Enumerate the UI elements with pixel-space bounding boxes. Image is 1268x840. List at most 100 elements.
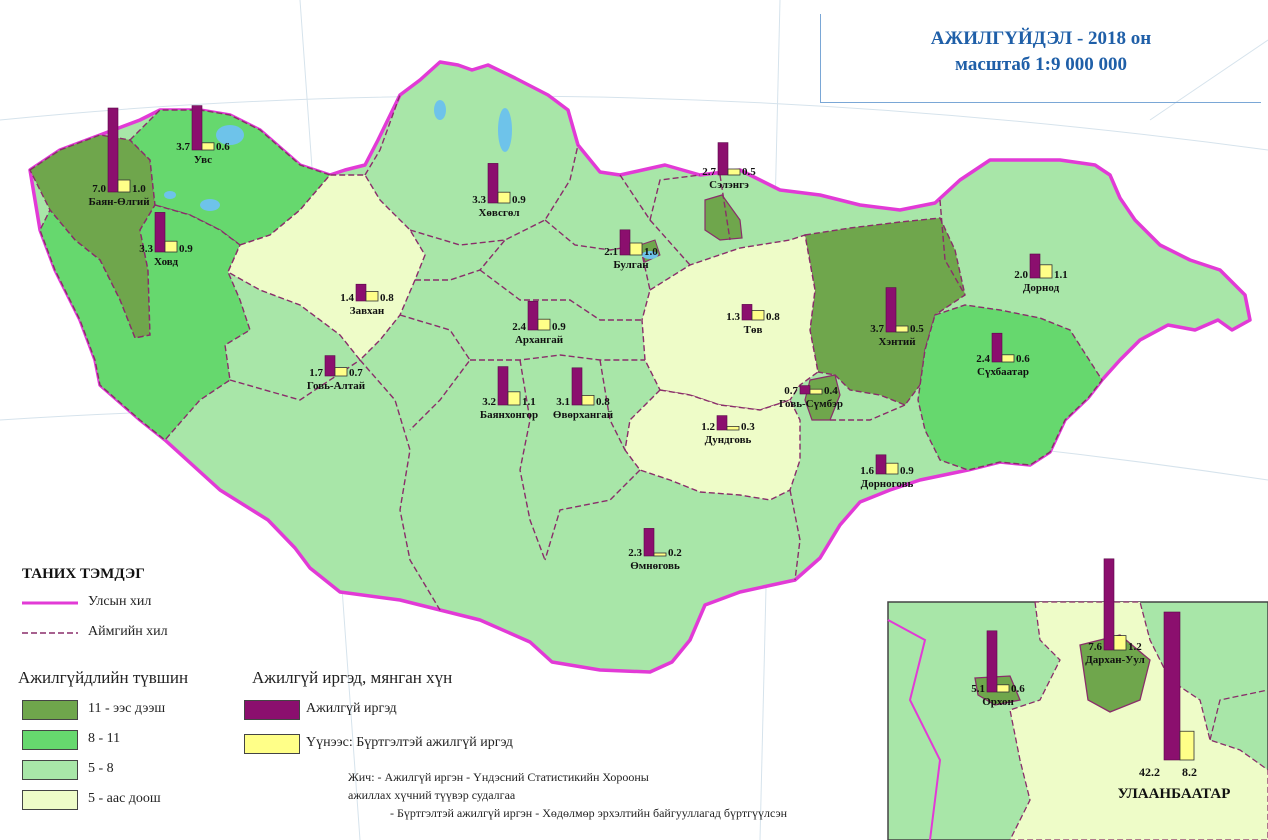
value-registered-uvs: 0.6: [216, 141, 230, 153]
inset-map: [887, 601, 1268, 840]
bar-registered-khentii: [895, 325, 909, 333]
label-govisumber: Говь-Сүмбэр: [779, 398, 843, 410]
bar-registered-dornogovi: [885, 462, 899, 475]
label-tuv: Төв: [744, 324, 763, 336]
value-registered-khentii: 0.5: [910, 323, 924, 335]
legend-national-border-label: Улсын хил: [88, 594, 152, 609]
legend-swatch-level-3: [22, 760, 78, 780]
bar-unemployed-dornogovi: [875, 454, 887, 475]
value-registered-govisumber: 0.4: [824, 385, 838, 397]
value-registered-dundgovi: 0.3: [741, 421, 755, 433]
label-khentii: Хэнтий: [878, 336, 916, 348]
legend-heading: ТАНИХ ТЭМДЭГ: [22, 566, 145, 582]
bar-registered-govisumber: [809, 388, 823, 395]
value-unemployed-govi-altai: 1.7: [309, 367, 323, 379]
value-unemployed-bayankhongor: 3.2: [482, 396, 496, 408]
bar-unemployed-khovd: [154, 212, 166, 253]
region-selenge-patch: [704, 194, 743, 241]
value-unemployed-uvs: 3.7: [176, 141, 190, 153]
legend-swatch-level-1: [22, 700, 78, 720]
value-registered-khovd: 0.9: [179, 243, 193, 255]
bar-unemployed-sukhbaatar: [991, 332, 1003, 363]
bar-registered-dundgovi: [726, 425, 740, 431]
legend-aimag-border-label: Аймгийн хил: [88, 624, 168, 639]
bar-registered-bayankhongor: [507, 391, 521, 406]
legend-bars-heading: Ажилгүй иргэд, мянган хүн: [252, 668, 453, 687]
value-registered-zavkhan: 0.8: [380, 292, 394, 304]
value-unemployed-dornogovi: 1.6: [860, 465, 874, 477]
region-khovd: [39, 204, 251, 441]
label-khuvsgul: Хөвсгөл: [478, 207, 519, 219]
value-unemployed-khentii: 3.7: [870, 323, 884, 335]
label-dundgovi: Дундговь: [705, 434, 752, 446]
bar-registered-orkhon: [996, 684, 1010, 693]
bar-registered-uvurkhangai: [581, 394, 595, 406]
bar-unemployed-tuv: [741, 304, 753, 321]
bar-unemployed-selenge: [717, 142, 729, 176]
lakes: [164, 100, 658, 259]
value-registered-bulgan: 1.0: [644, 246, 658, 258]
value-registered-sukhbaatar: 0.6: [1016, 353, 1030, 365]
value-unemployed-uvurkhangai: 3.1: [556, 396, 570, 408]
legend-registered-label: Үүнээс: Бүртгэлтэй ажилгүй иргэд: [306, 735, 513, 750]
bar-unemployed-bayankhongor: [497, 366, 509, 406]
bar-unemployed-arkhangai: [527, 300, 539, 331]
value-unemployed-govisumber: 0.7: [784, 385, 798, 397]
value-registered-govi-altai: 0.7: [349, 367, 363, 379]
value-unemployed-arkhangai: 2.4: [512, 321, 526, 333]
legend-level-1-label: 11 - ээс дээш: [88, 701, 166, 716]
bar-registered-dornod: [1039, 264, 1053, 279]
value-registered-orkhon: 0.6: [1011, 683, 1025, 695]
label-govi-altai: Говь-Алтай: [307, 380, 366, 392]
value-registered-uvurkhangai: 0.8: [596, 396, 610, 408]
map-title: АЖИЛГҮЙДЭЛ - 2018 он: [930, 28, 1152, 49]
label-ulaanbaatar: УЛААНБААТАР: [1118, 786, 1231, 802]
bar-unemployed-khentii: [885, 287, 897, 333]
legend-level-3-label: 5 - 8: [88, 761, 114, 776]
bar-unemployed-dornod: [1029, 253, 1041, 279]
value-unemployed-bulgan: 2.1: [604, 246, 618, 258]
legend-unemployed-label: Ажилгүй иргэд: [306, 701, 397, 716]
bar-unemployed-zavkhan: [355, 283, 367, 302]
bar-registered-sukhbaatar: [1001, 354, 1015, 363]
bar-registered-khovd: [164, 240, 178, 253]
value-unemployed-tuv: 1.3: [726, 311, 740, 323]
bar-registered-uvs: [201, 142, 215, 151]
region-govisumber: [804, 374, 841, 421]
value-unemployed-dundgovi: 1.2: [701, 421, 715, 433]
value-registered-selenge: 0.5: [742, 166, 756, 178]
bar-registered-ulaanbaatar: [1179, 730, 1195, 761]
value-unemployed-selenge: 2.7: [702, 166, 716, 178]
value-unemployed-bayan-ulgii: 7.0: [92, 183, 106, 195]
region-dundgovi: [624, 389, 801, 501]
bar-registered-darkhan-uul: [1113, 635, 1127, 651]
value-registered-ulaanbaatar: 8.2: [1182, 765, 1197, 779]
bar-registered-tuv: [751, 309, 765, 321]
value-unemployed-dornod: 2.0: [1014, 269, 1028, 281]
legend-level-2-label: 8 - 11: [88, 731, 121, 746]
value-unemployed-umnugovi: 2.3: [628, 547, 642, 559]
legend-swatch-level-2: [22, 730, 78, 750]
bar-unemployed-khuvsgul: [487, 163, 499, 204]
bar-registered-govi-altai: [334, 367, 348, 377]
legend-levels-heading: Ажилгүйдлийн түвшин: [18, 668, 189, 687]
bar-registered-zavkhan: [365, 290, 379, 302]
value-unemployed-ulaanbaatar: 42.2: [1139, 765, 1160, 779]
label-zavkhan: Завхан: [350, 305, 385, 317]
value-unemployed-sukhbaatar: 2.4: [976, 353, 990, 365]
value-unemployed-zavkhan: 1.4: [340, 292, 354, 304]
value-registered-bayan-ulgii: 1.0: [132, 183, 146, 195]
label-darkhan-uul: Дархан-Уул: [1085, 654, 1145, 666]
region-tuv: [641, 234, 819, 411]
bar-registered-arkhangai: [537, 318, 551, 331]
value-registered-arkhangai: 0.9: [552, 321, 566, 333]
value-unemployed-orkhon: 5.1: [971, 683, 985, 695]
legend-swatch-registered: [244, 734, 300, 754]
value-unemployed-darkhan-uul: 7.6: [1088, 641, 1102, 653]
bar-registered-bulgan: [629, 242, 643, 256]
bar-unemployed-govi-altai: [324, 355, 336, 377]
label-khovd: Ховд: [154, 256, 178, 268]
label-uvs: Увс: [194, 154, 212, 166]
